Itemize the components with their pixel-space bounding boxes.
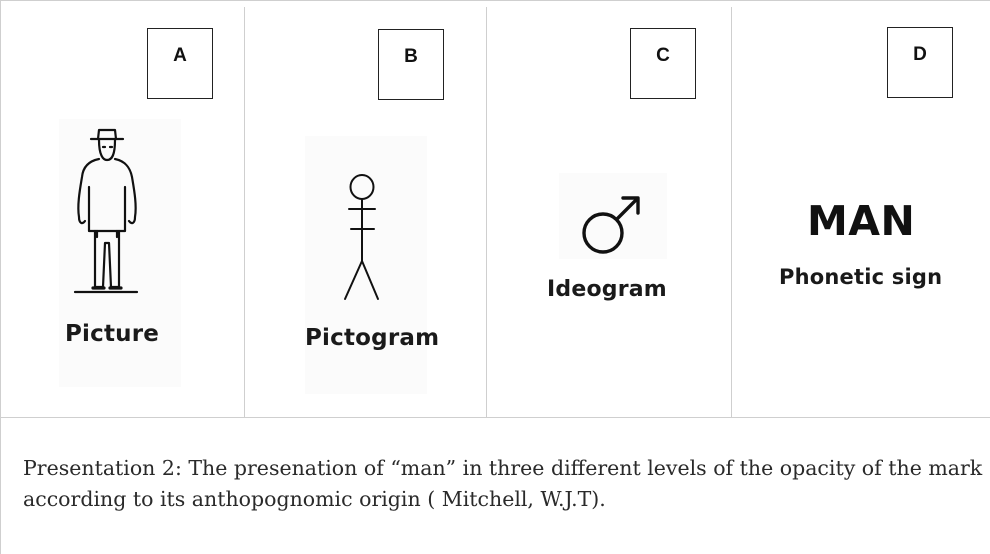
divider-bc — [486, 7, 487, 417]
panel-a: A — [1, 1, 244, 417]
man-picture-icon — [73, 128, 139, 294]
divider-cd — [731, 7, 732, 417]
panel-d-label: Phonetic sign — [779, 265, 943, 289]
panel-d-letter-box: D — [887, 27, 953, 98]
panel-b-letter-box: B — [378, 29, 444, 100]
pictogram-image-background — [305, 136, 427, 394]
panel-b-label: Pictogram — [305, 325, 440, 351]
male-symbol-icon — [582, 196, 640, 254]
man-word: MAN — [807, 197, 916, 245]
panel-a-letter: A — [173, 45, 187, 66]
caption-divider — [1, 417, 990, 418]
panel-a-letter-box: A — [147, 28, 213, 99]
stick-figure-icon — [344, 174, 379, 300]
figure-caption: Presentation 2: The presenation of “man”… — [23, 453, 983, 515]
panel-b: B Pictogram — [245, 1, 486, 417]
panel-d-letter: D — [913, 44, 927, 65]
panel-c-letter: C — [656, 45, 670, 66]
figure-panels: A — [1, 1, 990, 417]
panel-c: C Ideogram — [487, 1, 731, 417]
panel-c-letter-box: C — [630, 28, 696, 99]
panel-c-label: Ideogram — [547, 277, 667, 302]
panel-d: D MAN Phonetic sign — [732, 1, 990, 417]
caption-line-2: according to its anthopognomic origin ( … — [23, 487, 606, 511]
divider-ab — [244, 7, 245, 417]
panel-a-label: Picture — [65, 321, 160, 347]
panel-b-letter: B — [404, 46, 418, 67]
caption-line-1: Presentation 2: The presenation of “man”… — [23, 456, 983, 480]
